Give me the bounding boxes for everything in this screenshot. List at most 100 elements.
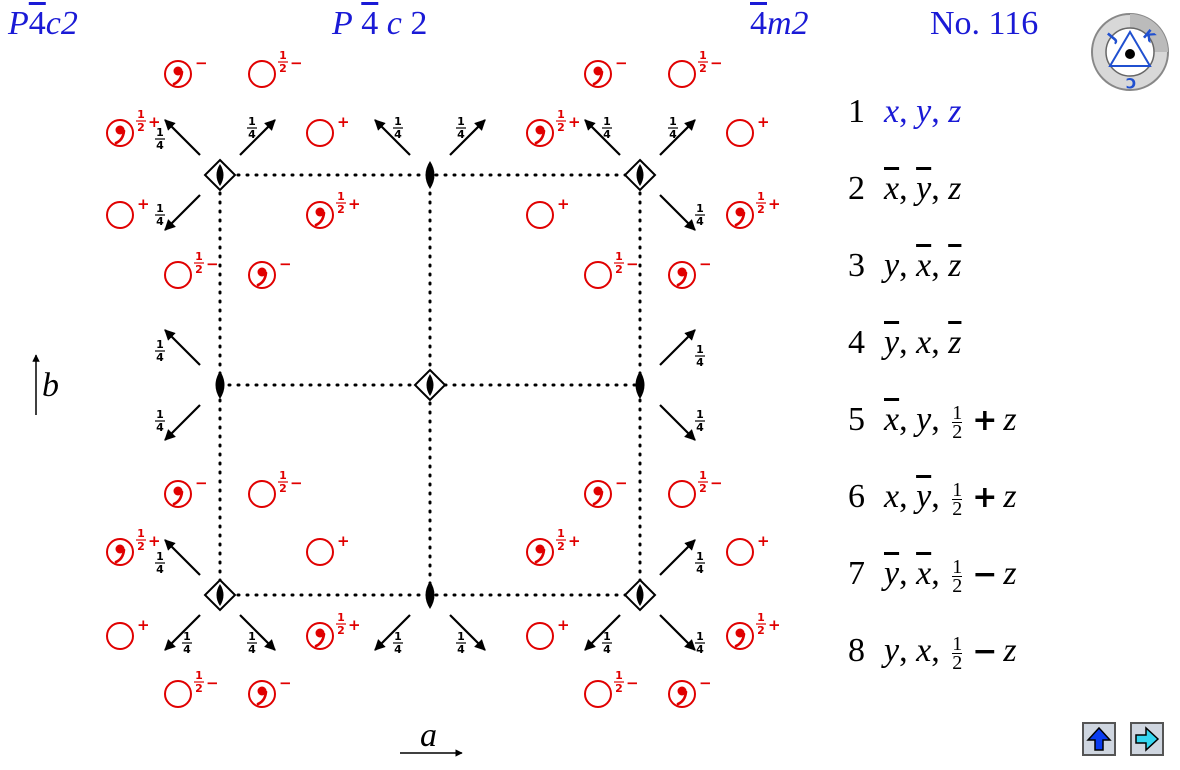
general-position-mirrored: − [248, 255, 292, 289]
operation-number: 2 [848, 170, 865, 207]
svg-text:2: 2 [757, 624, 765, 637]
general-position-mirrored: − [584, 474, 628, 508]
height-sign: + [568, 532, 581, 550]
svg-text:4: 4 [457, 128, 465, 141]
general-position: 12− [584, 669, 639, 708]
twofold-axis-symbol [425, 161, 435, 189]
next-button[interactable] [1130, 722, 1164, 756]
svg-text:1: 1 [156, 550, 164, 563]
comma-mark [676, 267, 688, 287]
height-sign: − [279, 674, 292, 692]
svg-text:2: 2 [137, 540, 145, 553]
diagonal-twofold-axis-arrow: 14 [374, 614, 411, 656]
height-sign: + [337, 532, 350, 550]
separator: , [899, 632, 917, 669]
twofold-axis-symbol [635, 371, 645, 399]
separator: , [931, 632, 949, 669]
general-position-mirrored: 12+ [306, 611, 361, 650]
axis-a-label: a [420, 717, 437, 754]
svg-text:1: 1 [156, 126, 164, 139]
fourbar-axis-symbol [203, 158, 237, 192]
general-position: 12− [584, 250, 639, 289]
svg-text:1: 1 [615, 250, 623, 263]
coordinate: y [916, 170, 932, 207]
diagonal-twofold-axis-arrow: 14 [659, 115, 696, 156]
diagonal-twofold-axis-arrow: 14 [155, 539, 201, 576]
svg-text:4: 4 [603, 643, 611, 656]
fraction-label: 14 [695, 550, 705, 576]
general-position-mirrored: 12+ [526, 527, 581, 566]
operation-sign: − [972, 557, 998, 592]
fraction-label: 14 [247, 630, 257, 656]
axis-b: b [32, 354, 59, 415]
svg-text:C: C [1126, 74, 1136, 90]
coordinate: z [1003, 401, 1017, 438]
svg-text:1: 1 [394, 630, 402, 643]
svg-text:1: 1 [757, 190, 765, 203]
full-symbol: P 4 c 2 [332, 5, 428, 42]
operation-sign: + [972, 403, 998, 438]
operation-coordinates: y, x, z [884, 324, 961, 361]
coordinate: x [884, 478, 900, 515]
comma-mark [314, 628, 326, 648]
comma-mark [114, 125, 126, 145]
fraction-label: 12 [556, 527, 566, 553]
svg-text:2: 2 [279, 62, 287, 75]
separator: , [899, 247, 917, 284]
svg-text:2: 2 [337, 624, 345, 637]
svg-text:1: 1 [669, 115, 677, 128]
svg-text:4: 4 [248, 128, 256, 141]
svg-text:1: 1 [557, 527, 565, 540]
coordinate: y [884, 555, 900, 592]
diagonal-twofold-axis-arrow: 14 [155, 119, 201, 156]
svg-text:4: 4 [696, 421, 704, 434]
height-sign: + [557, 195, 570, 213]
svg-text:1: 1 [457, 115, 465, 128]
svg-text:1: 1 [603, 115, 611, 128]
general-position-mirrored: − [164, 54, 208, 88]
svg-text:1: 1 [337, 190, 345, 203]
svg-text:1: 1 [557, 108, 565, 121]
svg-text:4: 4 [696, 356, 704, 369]
right-arrow-icon [1135, 726, 1160, 752]
height-sign: + [348, 616, 361, 634]
svg-text:4: 4 [603, 128, 611, 141]
diagonal-twofold-axis-arrow: 14 [584, 614, 621, 656]
svg-text:2: 2 [195, 682, 203, 695]
operation-coordinates: y, x, z [884, 247, 961, 284]
coordinate: y [884, 632, 900, 669]
general-position: + [306, 532, 350, 566]
general-position-mirrored: − [668, 255, 712, 289]
diagonal-twofold-axis-arrow: 14 [584, 115, 621, 156]
general-position: + [726, 113, 770, 147]
point-group: 4m2 [750, 5, 809, 42]
coordinate: z [1003, 555, 1017, 592]
up-button[interactable] [1082, 722, 1116, 756]
height-sign: − [290, 54, 303, 72]
separator: , [931, 324, 949, 361]
height-sign: − [290, 474, 303, 492]
height-sign: + [137, 195, 150, 213]
height-sign: − [615, 474, 628, 492]
general-position: + [726, 532, 770, 566]
svg-text:1: 1 [696, 343, 704, 356]
svg-text:1: 1 [279, 49, 287, 62]
coordinate: z [1003, 632, 1017, 669]
svg-text:1: 1 [195, 250, 203, 263]
separator: , [899, 401, 917, 438]
svg-text:4: 4 [696, 215, 704, 228]
general-position: + [526, 616, 570, 650]
height-sign: + [768, 616, 781, 634]
svg-text:1: 1 [696, 630, 704, 643]
svg-text:1: 1 [248, 115, 256, 128]
separator: , [931, 401, 949, 438]
